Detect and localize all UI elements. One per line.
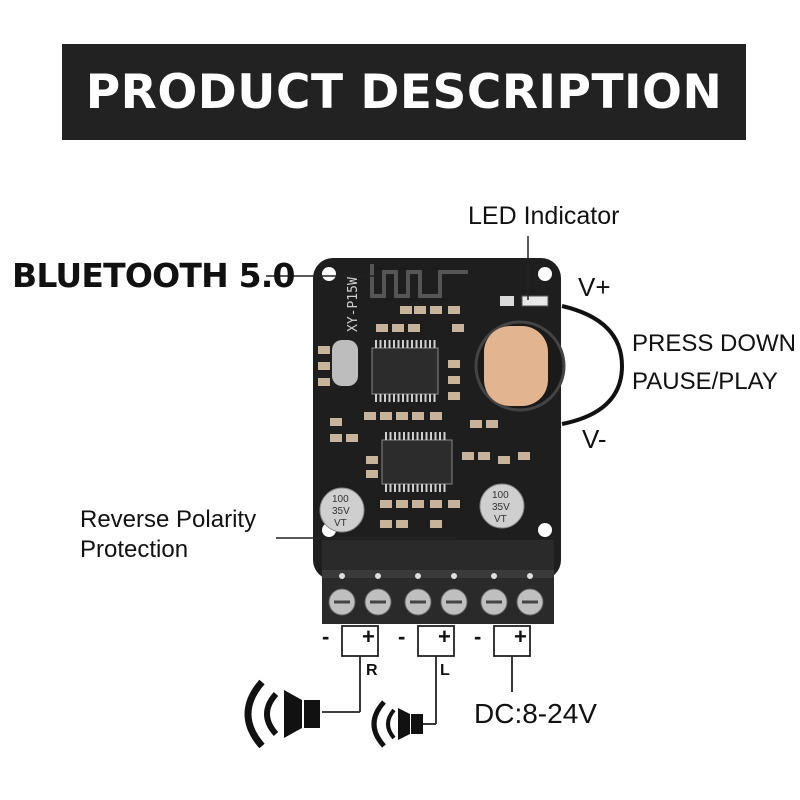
svg-text:35V: 35V xyxy=(332,506,350,517)
led-indicator xyxy=(521,295,549,307)
smd-component xyxy=(366,456,378,464)
antenna-trace xyxy=(370,264,468,298)
protection-label: Protection xyxy=(80,536,189,563)
amp-chip xyxy=(381,439,453,485)
smd-component xyxy=(380,500,392,508)
bt-chip xyxy=(371,347,439,395)
pause-play-label: PAUSE/PLAY xyxy=(632,368,778,395)
smd-component xyxy=(448,392,460,400)
title-banner: PRODUCT DESCRIPTION xyxy=(62,44,746,140)
svg-text:35V: 35V xyxy=(492,502,510,513)
smd-component xyxy=(330,418,342,426)
pcb-board: XY-P15W 100 35V VT 100 35V VT xyxy=(313,258,566,624)
smd-component xyxy=(448,306,460,314)
smd-component xyxy=(318,378,330,386)
led-indicator-label: LED Indicator xyxy=(468,202,620,230)
model-text: XY-P15W xyxy=(346,277,361,332)
smd-component xyxy=(412,500,424,508)
capacitor-right: 100 35V VT xyxy=(479,483,525,529)
polarity-sign: + xyxy=(438,624,451,649)
smd-component xyxy=(430,500,442,508)
smd-component xyxy=(392,324,404,332)
smd-component xyxy=(478,452,490,460)
crystal xyxy=(332,340,358,386)
volume-down-label: V- xyxy=(582,424,607,454)
smd-component xyxy=(498,456,510,464)
svg-text:VT: VT xyxy=(494,514,507,525)
speaker-wiring xyxy=(322,625,531,725)
smd-component xyxy=(380,412,392,420)
smd-component xyxy=(430,520,442,528)
press-down-label: PRESS DOWN xyxy=(632,330,797,357)
capacitor-left: 100 35V VT xyxy=(319,487,365,533)
polarity-sign: - xyxy=(398,624,406,649)
smd-component xyxy=(470,420,482,428)
banner-title: PRODUCT DESCRIPTION xyxy=(85,64,723,120)
smd-component xyxy=(414,306,426,314)
smd-component xyxy=(330,434,342,442)
smd-component xyxy=(486,420,498,428)
bluetooth-label: BLUETOOTH 5.0 xyxy=(12,256,295,295)
leader-lines xyxy=(266,236,529,539)
smd-component xyxy=(412,412,424,420)
smd-component xyxy=(366,470,378,478)
polarity-sign: - xyxy=(322,624,330,649)
polarity-sign: + xyxy=(362,624,375,649)
speaker-right-icon xyxy=(244,679,320,749)
dc-voltage-label: DC:8-24V xyxy=(474,698,597,729)
smd-component xyxy=(430,412,442,420)
svg-text:VT: VT xyxy=(334,518,347,529)
channel-left-label: L xyxy=(440,662,450,679)
smd-component xyxy=(452,324,464,332)
polarity-sign: + xyxy=(514,624,527,649)
smd-component xyxy=(408,324,420,332)
smd-component xyxy=(364,412,376,420)
svg-text:100: 100 xyxy=(492,490,509,501)
channel-right-label: R xyxy=(366,662,378,679)
smd-component xyxy=(318,362,330,370)
smd-component xyxy=(400,306,412,314)
volume-up-label: V+ xyxy=(578,272,611,302)
smd-component xyxy=(518,452,530,460)
smd-component xyxy=(448,376,460,384)
smd-component xyxy=(396,520,408,528)
smd-component xyxy=(346,434,358,442)
smd-component xyxy=(448,500,460,508)
smd-component xyxy=(396,412,408,420)
volume-arc xyxy=(561,304,625,426)
smd-component xyxy=(396,500,408,508)
speaker-left-icon xyxy=(371,700,423,748)
smd-component xyxy=(448,360,460,368)
polarity-sign: - xyxy=(474,624,482,649)
smd-component xyxy=(430,306,442,314)
smd-component xyxy=(462,452,474,460)
svg-text:100: 100 xyxy=(332,494,349,505)
smd-component xyxy=(318,346,330,354)
reverse-polarity-label: Reverse Polarity xyxy=(80,506,257,533)
smd-component xyxy=(376,324,388,332)
smd-component xyxy=(380,520,392,528)
terminal-block xyxy=(322,540,554,624)
